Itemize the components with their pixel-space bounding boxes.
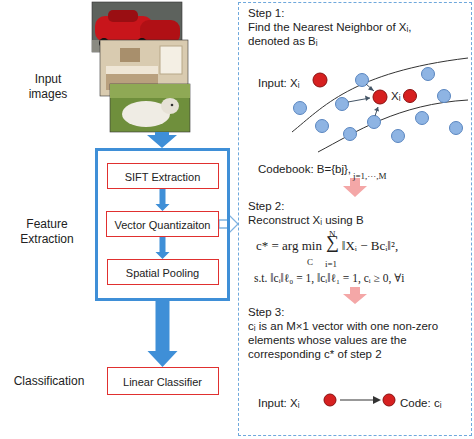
process-label: Spatial Pooling (126, 267, 199, 279)
step-arrow (343, 178, 367, 197)
photo-lamb (110, 84, 190, 132)
detail-panel: Step 1:Find the Nearest Neighbor of Xᵢ, … (238, 2, 472, 436)
index-range: j=1,···,M (353, 171, 387, 181)
process-box: SIFT Extraction (107, 163, 219, 189)
arrow-head (373, 396, 381, 404)
map-arrow (340, 399, 374, 400)
point-label: Input: Xᵢ (258, 397, 299, 409)
arrow-head (365, 96, 370, 102)
codeword-dot (368, 116, 381, 129)
module-group: Feature ExtractionSIFT ExtractionVector … (95, 148, 230, 301)
process-label: Vector Quantizaiton (114, 219, 210, 231)
codeword-dot (392, 130, 405, 143)
codeword-dot (316, 120, 329, 133)
car-roof (108, 10, 138, 22)
arrow-head (368, 86, 374, 91)
codebook-label: Codebook: B={bj}, (258, 163, 351, 175)
process-label: SIFT Extraction (125, 171, 201, 183)
side-label: Classification (6, 374, 92, 389)
codeword-dot (422, 68, 435, 81)
input-dot (324, 394, 336, 406)
code-dot (383, 394, 395, 406)
process-box: Vector Quantizaiton (106, 211, 219, 237)
picture (120, 48, 140, 62)
neighbor-dot (404, 90, 417, 103)
formula-superscript: N (329, 229, 336, 239)
arrow-head (374, 107, 379, 112)
flow-arrow (156, 237, 170, 259)
step-text: Step 2: (248, 199, 448, 213)
sum-symbol: ∑ (326, 232, 339, 252)
codeword-dot (336, 98, 349, 111)
step-text: Reconstruct Xᵢ using B (248, 213, 458, 227)
point-label: Input: Xᵢ (258, 77, 299, 89)
step-text: Find the Nearest Neighbor of Xᵢ, denoted… (248, 20, 453, 48)
manifold-curve (292, 58, 468, 132)
assign-arrow (375, 107, 378, 116)
step-text: Step 1: (248, 6, 448, 20)
assign-arrow (366, 84, 374, 91)
codeword-dot (294, 102, 307, 115)
manifold-sketch (292, 58, 468, 152)
process-box: Spatial Pooling (107, 259, 219, 285)
codeword-dot (416, 112, 429, 125)
step-text: cᵢ is an M×1 vector with one non-zero el… (248, 319, 463, 361)
grass (110, 84, 190, 98)
group-heading: Feature Extraction (6, 217, 88, 247)
flow-arrow (156, 189, 170, 211)
flow-arrow (148, 301, 178, 367)
step-text: Step 3: (248, 305, 448, 319)
formula-part: c* = arg min (256, 238, 322, 253)
codeword-dot (438, 90, 451, 103)
lamb-head (161, 98, 179, 114)
process-box: Linear Classifier (107, 367, 219, 395)
constraint-formula: s.t. ‖cᵢ‖ℓ₀ = 1, ‖cᵢ‖ℓ₁ = 1, cᵢ ≥ 0, ∀i (254, 272, 404, 284)
formula-subscript: i=1 (325, 259, 337, 269)
window (160, 46, 182, 74)
pillow (106, 66, 158, 74)
formula-part: ‖Xᵢ − Bcᵢ‖², (342, 238, 398, 253)
photo-frame (110, 84, 190, 132)
codeword-dot (450, 122, 463, 135)
codeword-dot (344, 128, 357, 141)
code-label: Code: cᵢ (400, 397, 441, 409)
point-label: Xᵢ (391, 90, 400, 102)
process-label: Linear Classifier (123, 376, 202, 388)
side-label: Input images (23, 72, 73, 102)
flow-arrow (147, 132, 177, 148)
step-arrow (343, 287, 367, 304)
formula-subscript: C (307, 257, 313, 267)
lamb-eye (171, 104, 174, 107)
input-dot (313, 73, 327, 87)
input-dot (373, 90, 387, 104)
